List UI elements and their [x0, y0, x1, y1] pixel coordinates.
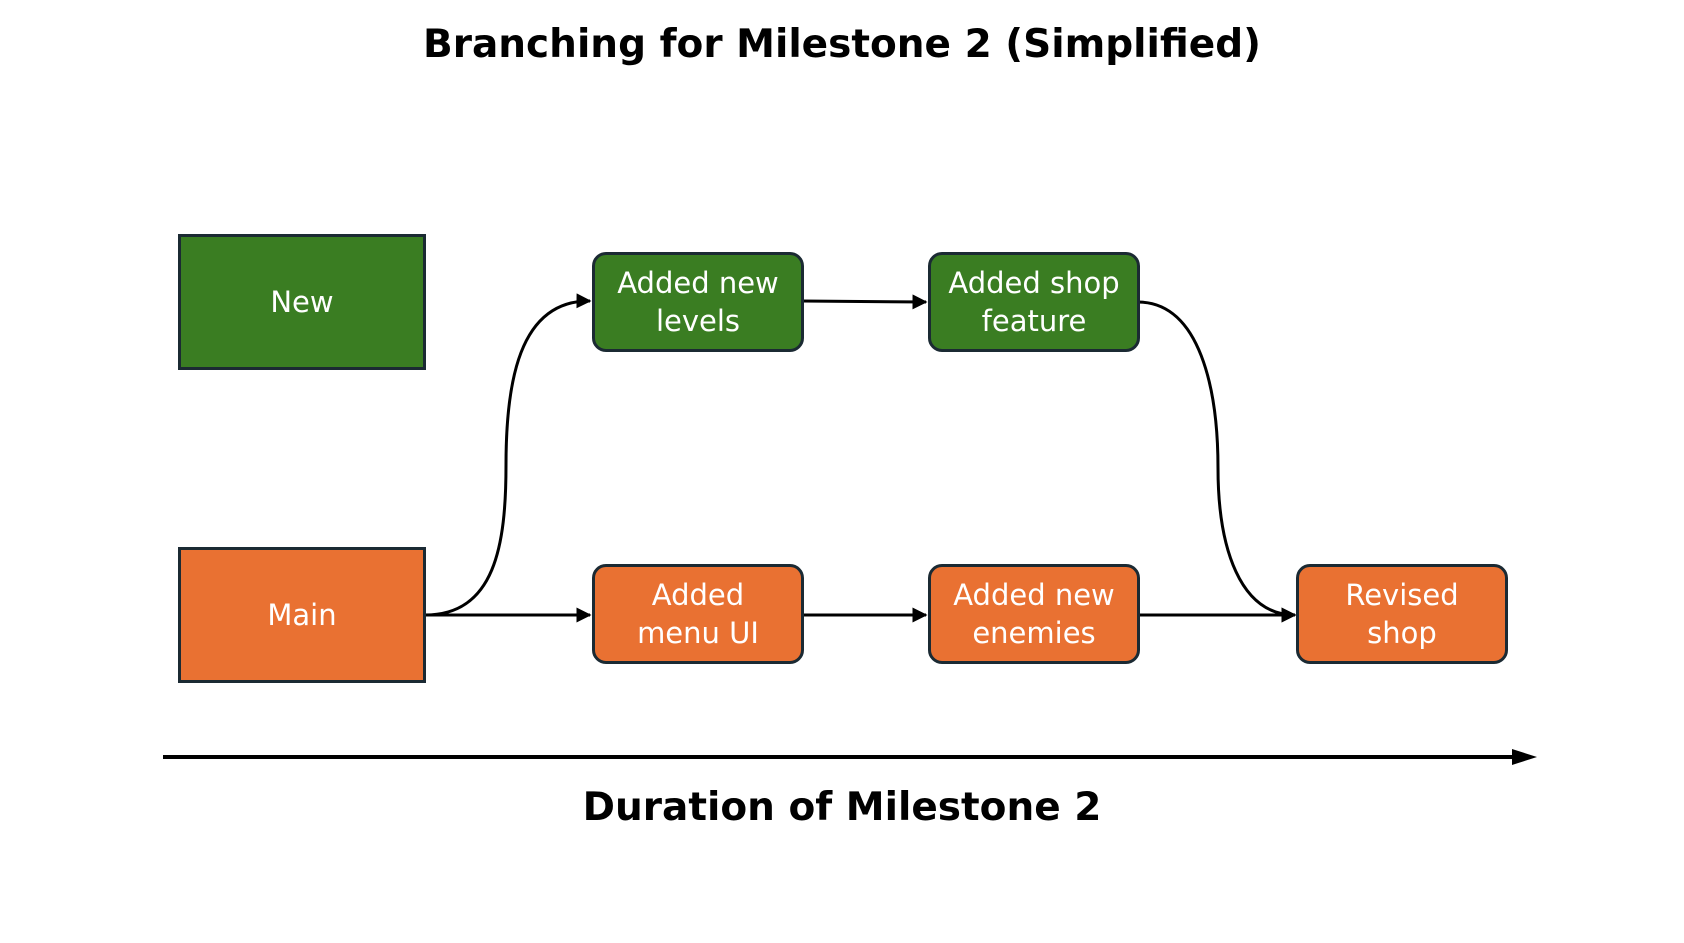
- branch-new-label: New: [270, 285, 334, 319]
- timeline-label: Duration of Milestone 2: [582, 785, 1102, 830]
- commit-new-enemies-label: Added new enemies: [953, 578, 1115, 650]
- branch-main-label: Main: [267, 598, 337, 632]
- commit-new-levels-label: Added new levels: [617, 266, 779, 338]
- edge-new-levels-to-shop-feature: [801, 294, 928, 310]
- commit-revised-shop: Revised shop: [1296, 564, 1508, 664]
- commit-new-levels: Added new levels: [592, 252, 804, 352]
- commit-shop-feature-label: Added shop feature: [948, 266, 1120, 338]
- branch-main: Main: [178, 547, 426, 683]
- branch-new: New: [178, 234, 426, 370]
- commit-revised-shop-label: Revised shop: [1345, 578, 1459, 650]
- edge-main-to-new-levels: [424, 293, 592, 617]
- commit-new-enemies: Added new enemies: [928, 564, 1140, 664]
- timeline-arrowhead: [1512, 749, 1537, 765]
- commit-shop-feature: Added shop feature: [928, 252, 1140, 352]
- diagram-title: Branching for Milestone 2 (Simplified): [423, 22, 1261, 67]
- commit-menu-ui: Added menu UI: [592, 564, 804, 664]
- commit-menu-ui-label: Added menu UI: [637, 578, 759, 650]
- edge-shop-feature-to-revised-shop: [1137, 300, 1297, 623]
